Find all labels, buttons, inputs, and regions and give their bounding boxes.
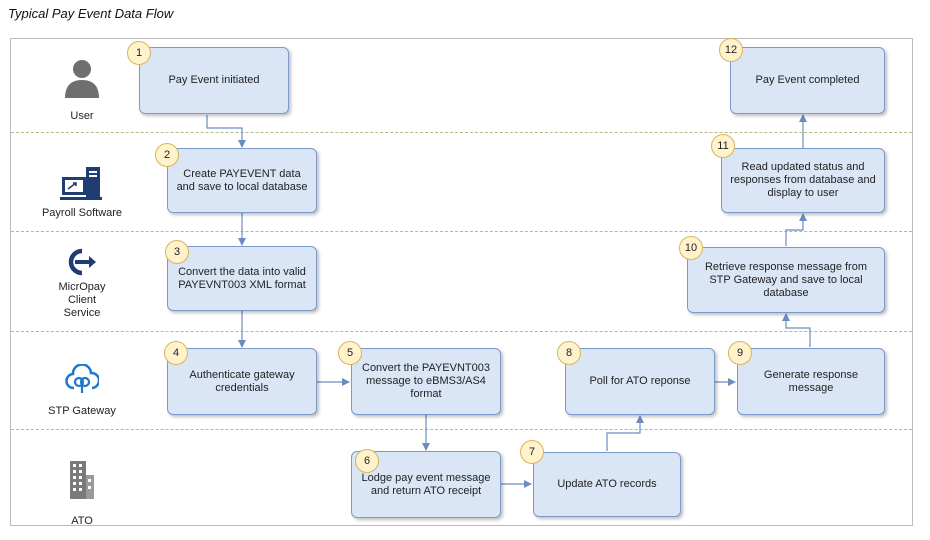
step-11-line-2: responses from database and xyxy=(730,174,876,186)
step-5-box: Convert the PAYEVNT003 message to eBMS3/… xyxy=(351,348,501,415)
step-3-badge: 3 xyxy=(165,240,189,264)
lane-divider xyxy=(11,331,912,332)
step-12-line-1: Pay Event completed xyxy=(755,74,860,86)
step-9-line-1: Generate response xyxy=(763,368,859,381)
step-2-line-1: Create PAYEVENT data xyxy=(183,167,301,180)
step-2-badge: 2 xyxy=(155,143,179,167)
step-11-line-3: display to user xyxy=(767,187,839,199)
lane-divider xyxy=(11,429,912,430)
step-3-line-1: Convert the data into valid xyxy=(178,265,306,278)
lane-label-ato: ATO xyxy=(71,515,93,527)
micropay-logo-icon xyxy=(68,248,96,276)
user-icon xyxy=(65,60,99,98)
step-1-line-1: Pay Event initiated xyxy=(168,74,260,86)
step-9-box: Generate response message xyxy=(737,348,885,415)
lane-user: User xyxy=(20,58,144,123)
step-11-badge: 11 xyxy=(711,134,735,158)
step-10-badge: 10 xyxy=(679,236,703,260)
step-7-line-1: Update ATO records xyxy=(557,478,657,490)
step-3-box: Convert the data into valid PAYEVNT003 X… xyxy=(167,246,317,311)
arrow-7-to-8 xyxy=(606,415,644,451)
step-12-box: Pay Event completed xyxy=(730,47,885,114)
step-5-line-1: Convert the PAYEVNT003 xyxy=(362,362,490,374)
lane-label-stp-gateway: STP Gateway xyxy=(48,405,116,417)
lane-label-micropay-line-1: MicrOpay xyxy=(58,281,106,293)
step-7-box: Update ATO records xyxy=(533,452,681,517)
arrow-9-to-10 xyxy=(782,313,811,347)
step-3-line-2: PAYEVNT003 XML format xyxy=(178,278,306,291)
step-4-badge: 4 xyxy=(164,341,188,365)
step-1-badge: 1 xyxy=(127,41,151,65)
computer-icon xyxy=(60,167,102,200)
step-6-line-2: and return ATO receipt xyxy=(370,484,482,497)
lane-divider xyxy=(11,132,912,133)
step-4-line-2: credentials xyxy=(215,381,269,394)
lane-ato: ATO xyxy=(20,461,144,528)
step-10-line-3: database xyxy=(763,286,809,299)
step-8-badge: 8 xyxy=(557,341,581,365)
lane-label-micropay-line-3: Service xyxy=(63,307,101,319)
cloud-gateway-icon xyxy=(65,364,99,393)
step-5-line-3: format xyxy=(410,388,442,400)
step-12-badge: 12 xyxy=(719,38,743,62)
step-7-badge: 7 xyxy=(520,440,544,464)
lane-label-micropay-line-2: Client xyxy=(67,294,97,306)
step-11-line-1: Read updated status and xyxy=(741,161,865,173)
lane-divider xyxy=(11,231,912,232)
step-5-badge: 5 xyxy=(338,341,362,365)
step-6-badge: 6 xyxy=(355,449,379,473)
step-2-box: Create PAYEVENT data and save to local d… xyxy=(167,148,317,213)
step-8-box: Poll for ATO reponse xyxy=(565,348,715,415)
step-11-box: Read updated status and responses from d… xyxy=(721,148,885,213)
lane-micropay-client-service: MicrOpay Client Service xyxy=(20,247,144,320)
step-9-line-2: message xyxy=(788,381,834,394)
lane-label-payroll-software: Payroll Software xyxy=(41,207,123,219)
lane-label-user: User xyxy=(70,110,94,122)
diagram-frame xyxy=(10,38,913,526)
step-2-line-2: and save to local database xyxy=(176,180,308,193)
step-10-line-1: Retrieve response message from xyxy=(704,260,867,273)
step-4-line-1: Authenticate gateway xyxy=(189,368,295,381)
lane-payroll-software: Payroll Software xyxy=(20,167,144,220)
step-4-box: Authenticate gateway credentials xyxy=(167,348,317,415)
diagram-title: Typical Pay Event Data Flow xyxy=(8,6,174,21)
step-5-line-2: message to eBMS3/AS4 xyxy=(366,375,486,387)
arrow-10-to-11 xyxy=(785,213,807,246)
arrow-1-to-2 xyxy=(206,115,246,148)
step-1-box: Pay Event initiated xyxy=(139,47,289,114)
step-8-line-1: Poll for ATO reponse xyxy=(589,375,691,387)
step-10-line-2: STP Gateway and save to local xyxy=(709,273,863,286)
step-6-line-1: Lodge pay event message xyxy=(361,471,491,484)
lane-stp-gateway: STP Gateway xyxy=(20,364,144,418)
step-9-badge: 9 xyxy=(728,341,752,365)
building-icon xyxy=(70,461,94,499)
step-10-box: Retrieve response message from STP Gatew… xyxy=(687,247,885,313)
